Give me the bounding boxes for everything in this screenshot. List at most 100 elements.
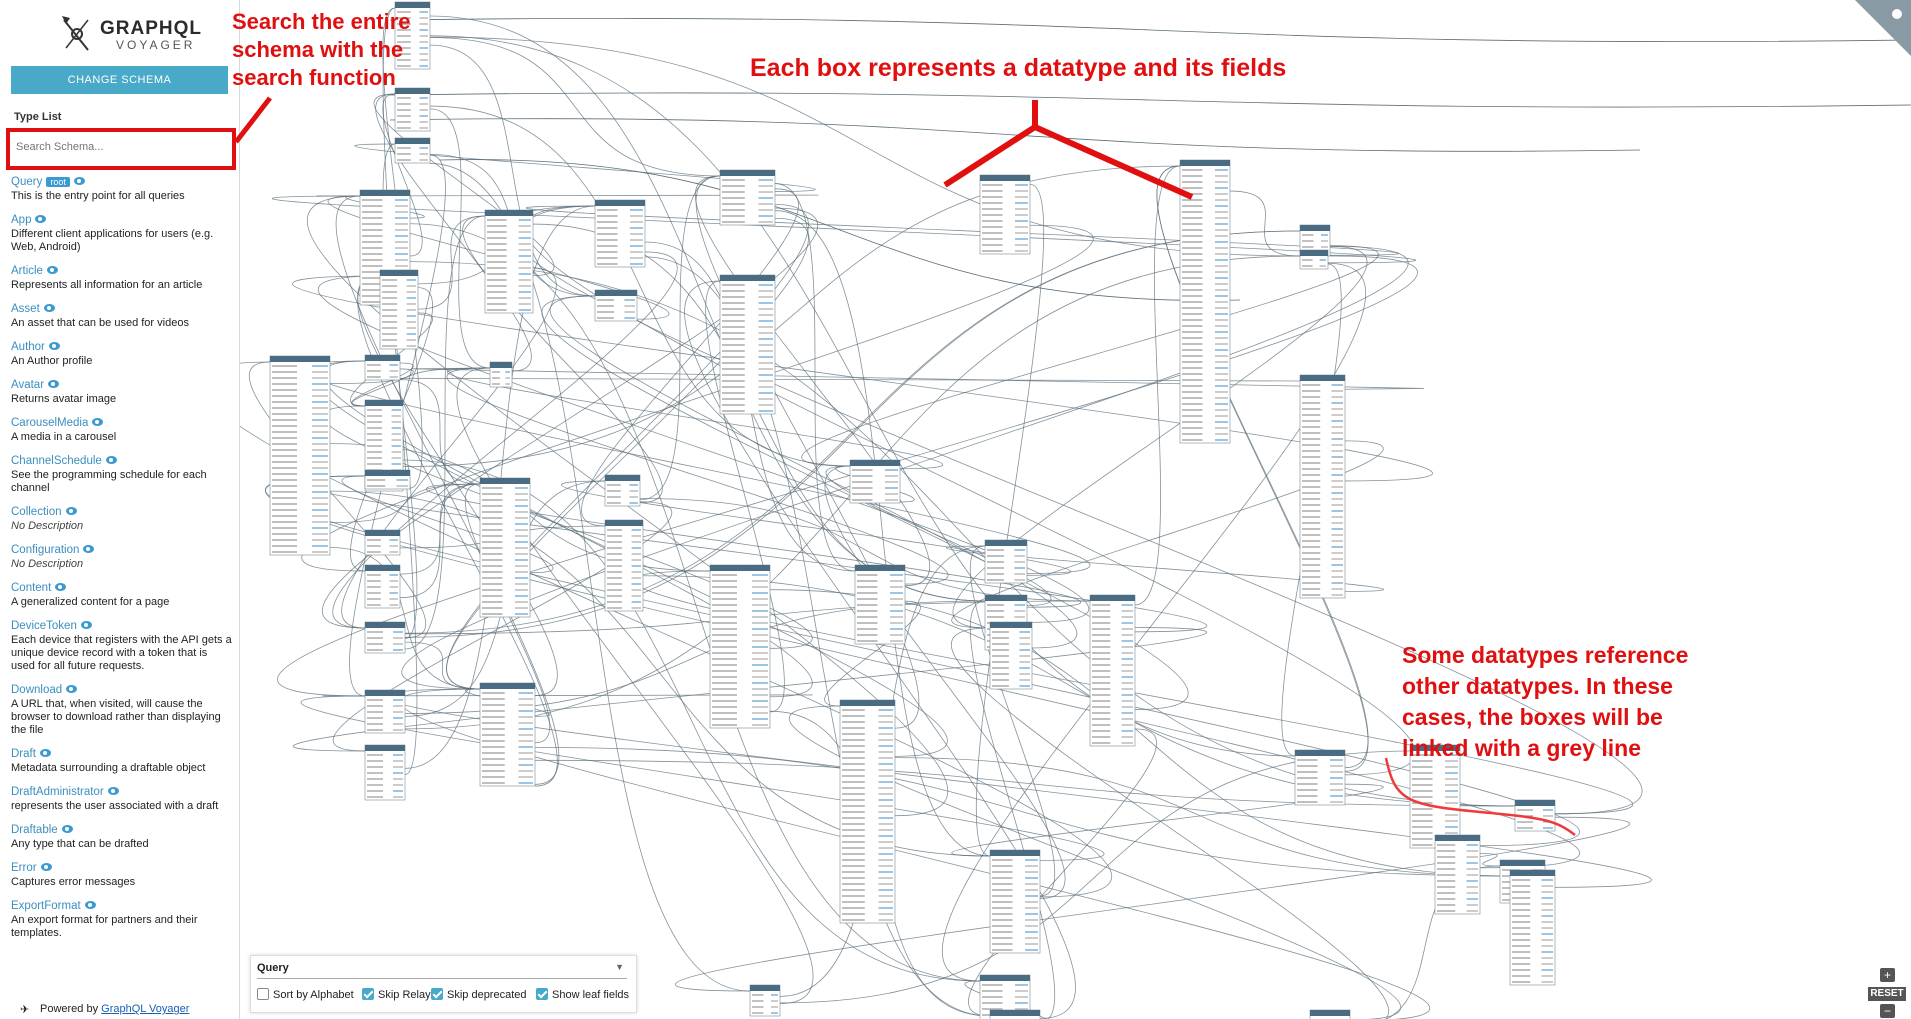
type-node[interactable] bbox=[1434, 834, 1481, 915]
type-node[interactable] bbox=[719, 274, 776, 415]
type-node[interactable] bbox=[989, 849, 1041, 954]
type-node[interactable] bbox=[394, 137, 431, 164]
type-node[interactable] bbox=[839, 699, 896, 924]
root-type-select[interactable]: Query bbox=[257, 962, 627, 979]
eye-icon[interactable] bbox=[40, 862, 52, 871]
eye-icon[interactable] bbox=[84, 900, 96, 909]
type-node[interactable] bbox=[1089, 594, 1136, 747]
type-name-link[interactable]: Draftable bbox=[11, 824, 58, 836]
type-node[interactable] bbox=[594, 289, 638, 322]
type-node[interactable] bbox=[379, 269, 419, 350]
type-name-link[interactable]: Author bbox=[11, 341, 45, 353]
type-name-link[interactable]: Content bbox=[11, 582, 52, 594]
eye-icon[interactable] bbox=[105, 455, 117, 464]
type-node[interactable] bbox=[1509, 869, 1556, 986]
type-node[interactable] bbox=[479, 682, 536, 787]
type-node[interactable] bbox=[989, 621, 1033, 690]
type-name-link[interactable]: Avatar bbox=[11, 379, 45, 391]
type-name-link[interactable]: App bbox=[11, 214, 32, 226]
eye-icon[interactable] bbox=[43, 303, 55, 312]
skip-relay-option[interactable]: Skip Relay bbox=[362, 988, 431, 1001]
type-node[interactable] bbox=[749, 984, 781, 1017]
type-name-link[interactable]: CarouselMedia bbox=[11, 417, 89, 429]
reset-zoom-button[interactable]: RESET bbox=[1868, 987, 1906, 1001]
eye-icon[interactable] bbox=[66, 684, 78, 693]
type-node[interactable] bbox=[1514, 799, 1556, 832]
zoom-out-button[interactable]: − bbox=[1880, 1004, 1895, 1018]
eye-icon[interactable] bbox=[65, 506, 77, 515]
eye-icon[interactable] bbox=[61, 824, 73, 833]
type-name-link[interactable]: Error bbox=[11, 862, 37, 874]
type-name-link[interactable]: Download bbox=[11, 684, 63, 696]
type-node[interactable] bbox=[364, 564, 401, 609]
type-name-link[interactable]: Collection bbox=[11, 506, 62, 518]
type-node[interactable] bbox=[849, 459, 901, 504]
type-node[interactable] bbox=[484, 209, 534, 314]
eye-icon[interactable] bbox=[73, 176, 85, 185]
graphql-voyager-link[interactable]: GraphQL Voyager bbox=[101, 1003, 190, 1015]
eye-icon[interactable] bbox=[55, 582, 67, 591]
type-name-link[interactable]: Asset bbox=[11, 303, 40, 315]
eye-icon[interactable] bbox=[107, 786, 119, 795]
skip-deprecated-checkbox[interactable] bbox=[431, 988, 443, 1001]
show-leaf-fields-option[interactable]: Show leaf fields bbox=[536, 988, 629, 1001]
schema-graph[interactable] bbox=[240, 0, 1911, 1019]
type-node[interactable] bbox=[604, 474, 641, 507]
eye-icon[interactable] bbox=[39, 748, 51, 757]
type-node[interactable] bbox=[269, 355, 331, 556]
type-node[interactable] bbox=[979, 174, 1031, 255]
eye-icon[interactable] bbox=[48, 341, 60, 350]
skip-relay-checkbox[interactable] bbox=[362, 988, 374, 1001]
eye-icon[interactable] bbox=[83, 544, 95, 553]
type-node[interactable] bbox=[364, 689, 406, 734]
type-name-link[interactable]: ChannelSchedule bbox=[11, 455, 102, 467]
type-node[interactable] bbox=[854, 564, 906, 645]
type-node[interactable] bbox=[604, 519, 644, 612]
type-node[interactable] bbox=[364, 354, 401, 381]
type-node[interactable] bbox=[364, 529, 401, 556]
type-node[interactable] bbox=[364, 744, 406, 801]
type-node[interactable] bbox=[479, 477, 531, 618]
type-name-link[interactable]: DraftAdministrator bbox=[11, 786, 104, 798]
type-node[interactable] bbox=[394, 87, 431, 132]
eye-icon[interactable] bbox=[46, 265, 58, 274]
github-corner-icon[interactable] bbox=[1855, 0, 1911, 56]
type-name-link[interactable]: Draft bbox=[11, 748, 36, 760]
type-name-link[interactable]: ExportFormat bbox=[11, 900, 81, 912]
type-node[interactable] bbox=[364, 469, 411, 490]
change-schema-button[interactable]: CHANGE SCHEMA bbox=[11, 66, 228, 94]
type-node[interactable] bbox=[594, 199, 646, 268]
graph-canvas[interactable] bbox=[240, 0, 1911, 1019]
eye-icon[interactable] bbox=[48, 379, 60, 388]
type-node[interactable] bbox=[489, 361, 513, 388]
sort-by-alphabet-option[interactable]: Sort by Alphabet bbox=[257, 988, 354, 1001]
eye-icon[interactable] bbox=[80, 620, 92, 629]
type-name-link[interactable]: DeviceToken bbox=[11, 620, 77, 632]
type-name-link[interactable]: Article bbox=[11, 265, 43, 277]
type-node[interactable] bbox=[1294, 749, 1346, 806]
type-node[interactable] bbox=[984, 539, 1028, 584]
zoom-in-button[interactable]: + bbox=[1880, 968, 1895, 982]
type-node[interactable] bbox=[709, 564, 771, 729]
type-node[interactable] bbox=[719, 169, 776, 226]
chevron-down-icon[interactable]: ▼ bbox=[615, 962, 624, 972]
sort-by-alphabet-checkbox[interactable] bbox=[257, 988, 269, 1001]
